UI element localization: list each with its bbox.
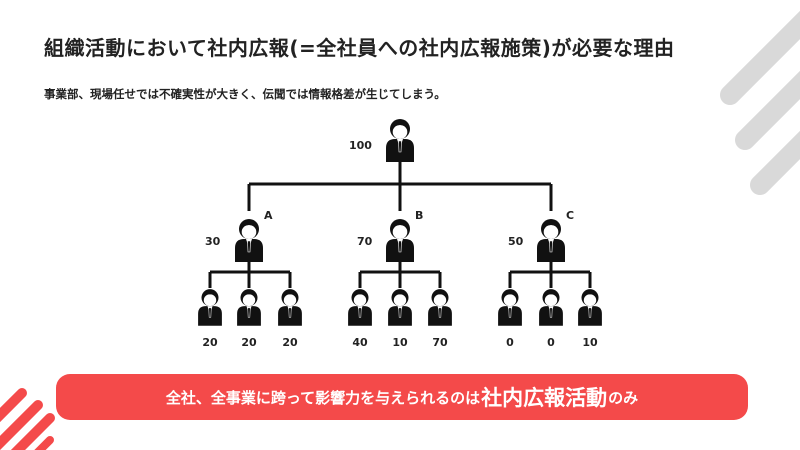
page-title: 組織活動において社内広報(=全社員への社内広報施策)が必要な理由 [44, 36, 675, 60]
conclusion-banner: 全社、全事業に跨って影響力を与えられるのは 社内広報活動 のみ [56, 374, 748, 420]
member-c1-person-icon [497, 288, 523, 327]
member-a3-person-icon [277, 288, 303, 327]
member-c2-value: 0 [547, 336, 555, 349]
banner-lead-text: 全社、全事業に跨って影響力を与えられるのは [165, 388, 481, 407]
member-a1-value: 20 [202, 336, 218, 349]
page-subtitle: 事業部、現場任せでは不確実性が大きく、伝聞では情報格差が生じてしまう。 [44, 87, 446, 101]
group-a-label: A [264, 209, 273, 222]
member-c3-value: 10 [582, 336, 598, 349]
member-a2-person-icon [236, 288, 262, 327]
member-b1-person-icon [347, 288, 373, 327]
member-a2-value: 20 [241, 336, 257, 349]
member-b2-person-icon [387, 288, 413, 327]
member-b3-person-icon [427, 288, 453, 327]
group-b-person-icon [385, 218, 415, 263]
member-a1-person-icon [197, 288, 223, 327]
group-b-value: 70 [357, 235, 373, 248]
connector-lines [208, 162, 592, 288]
group-c-value: 50 [508, 235, 524, 248]
banner-tail-text: のみ [608, 388, 639, 407]
top-person-icon [385, 118, 415, 163]
top-value: 100 [349, 139, 372, 152]
group-a-value: 30 [205, 235, 221, 248]
member-b1-value: 40 [352, 336, 368, 349]
red-stripes-decoration [0, 388, 55, 450]
gray-stripes-decoration [720, 10, 800, 195]
member-b2-value: 10 [392, 336, 408, 349]
group-a-person-icon [234, 218, 264, 263]
group-c-label: C [566, 209, 574, 222]
member-a3-value: 20 [282, 336, 298, 349]
group-c-person-icon [536, 218, 566, 263]
member-b3-value: 70 [432, 336, 448, 349]
group-b-label: B [415, 209, 423, 222]
banner-emphasis-text: 社内広報活動 [481, 386, 608, 410]
member-c3-person-icon [577, 288, 603, 327]
member-c1-value: 0 [506, 336, 514, 349]
member-c2-person-icon [538, 288, 564, 327]
